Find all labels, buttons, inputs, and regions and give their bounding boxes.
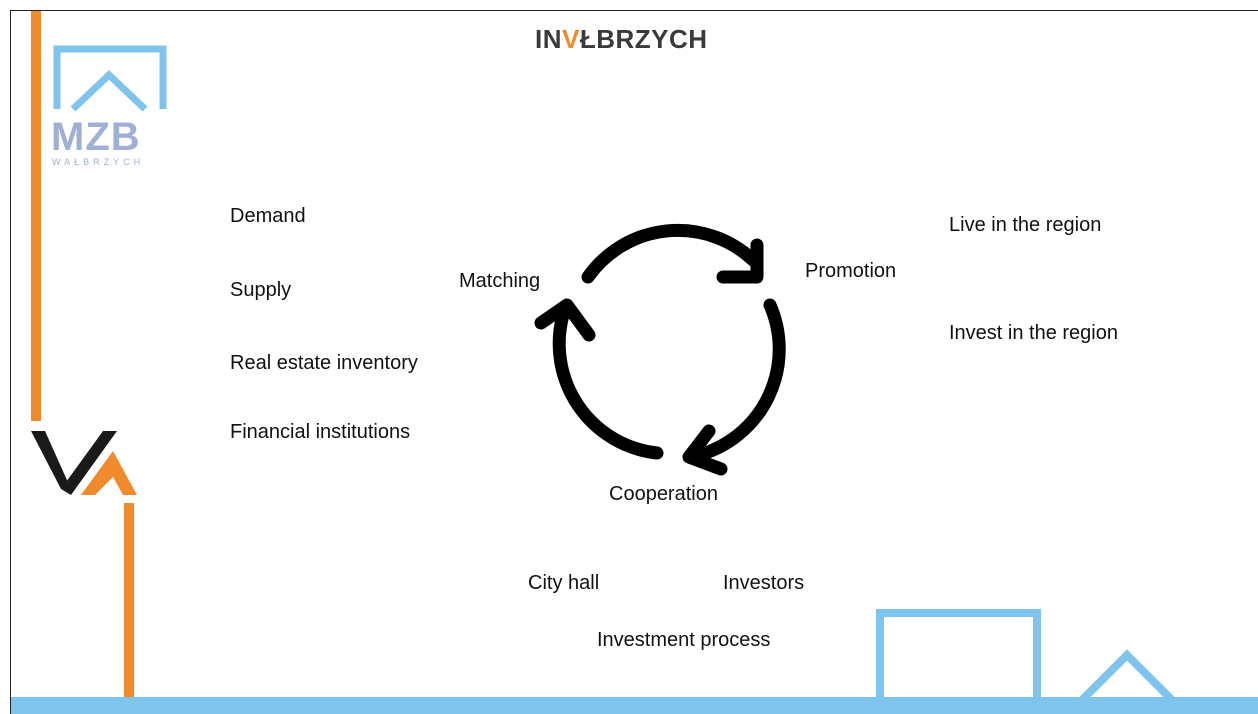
arrow-promotion-to-cooperation bbox=[692, 298, 786, 462]
arrow-matching-to-promotion bbox=[581, 223, 760, 284]
mzb-house-icon bbox=[53, 45, 167, 112]
va-logo-icon bbox=[31, 431, 137, 495]
bottom-investment-process: Investment process bbox=[597, 629, 771, 651]
bottom-city-hall: City hall bbox=[528, 572, 600, 594]
mzb-logo-subtext: WAŁBRZYCH bbox=[52, 157, 145, 167]
bottom-investors: Investors bbox=[723, 572, 805, 594]
invalbrzych-logo: INVŁBRZYCH bbox=[535, 24, 708, 55]
bottom-house-icon bbox=[876, 609, 1176, 704]
left-item-supply: Supply bbox=[230, 279, 292, 301]
left-item-real-estate: Real estate inventory bbox=[230, 352, 418, 374]
cycle-arrows bbox=[534, 223, 786, 476]
logo-prefix: IN bbox=[535, 24, 562, 54]
logo-accent: V bbox=[562, 24, 580, 54]
cycle-label-matching: Matching bbox=[459, 270, 541, 292]
slide-decorations bbox=[11, 11, 1258, 714]
logo-suffix: ŁBRZYCH bbox=[579, 24, 708, 54]
left-item-demand: Demand bbox=[230, 205, 306, 227]
right-item-live: Live in the region bbox=[949, 214, 1102, 236]
right-item-invest: Invest in the region bbox=[949, 322, 1118, 344]
arrow-head-promotion bbox=[716, 238, 764, 284]
arrow-head-cooperation bbox=[682, 424, 728, 476]
mzb-logo-text: MZB bbox=[51, 115, 141, 159]
cycle-label-cooperation: Cooperation bbox=[609, 483, 718, 505]
bottom-blue-bar bbox=[11, 697, 1258, 714]
arrow-cooperation-to-matching bbox=[552, 308, 664, 460]
orange-vertical-bar-top bbox=[31, 11, 41, 421]
arrow-head-matching bbox=[534, 298, 596, 342]
cycle-label-promotion: Promotion bbox=[805, 260, 897, 282]
orange-vertical-bar-bottom bbox=[124, 503, 134, 714]
left-item-financial: Financial institutions bbox=[230, 421, 411, 443]
slide: INVŁBRZYCH MZB WAŁBRZYCH Matching Promot… bbox=[10, 10, 1258, 714]
